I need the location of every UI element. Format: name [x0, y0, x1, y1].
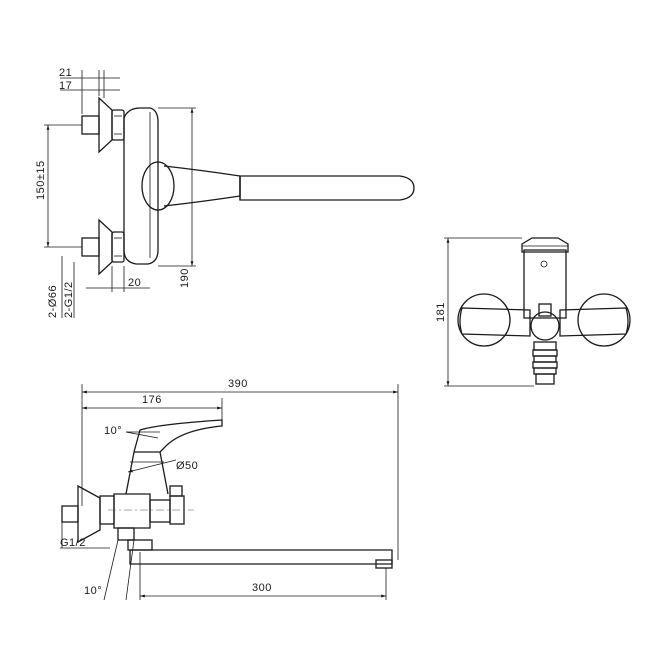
dim-g12-side: G1/2 — [60, 522, 110, 549]
side-view: 390 176 10° Ø50 G1/2 — [60, 378, 399, 601]
central-column — [523, 249, 567, 319]
dim-300-label: 300 — [252, 582, 272, 594]
right-arm — [559, 307, 629, 337]
dim-176: 176 — [82, 394, 223, 420]
front-view: 181 — [435, 237, 631, 387]
side-body — [113, 493, 151, 529]
dim-66: 2-Ø66 2-G1/2 — [47, 256, 75, 318]
dim-10-bottom-label: 10° — [84, 585, 102, 597]
dim-66-label: 2-Ø66 — [47, 285, 59, 318]
dim-g12-side-label: G1/2 — [60, 537, 86, 549]
dim-390: 390 — [81, 378, 399, 560]
lower-inlet — [81, 218, 125, 276]
dim-21-label: 21 — [59, 67, 72, 79]
dim-20: 20 — [86, 266, 150, 292]
dim-20-label: 20 — [128, 277, 141, 289]
dim-10-top: 10° — [104, 425, 160, 439]
top-view: 21 17 150±15 2-Ø66 2-G1/2 20 — [35, 67, 415, 318]
side-flange — [77, 484, 101, 544]
side-spout — [129, 549, 393, 565]
left-flange — [457, 293, 511, 347]
dim-10-top-label: 10° — [104, 425, 122, 437]
dim-10-bottom: 10° — [84, 539, 141, 601]
dim-50-label: Ø50 — [176, 460, 198, 472]
shower-outlet — [532, 341, 558, 385]
upper-inlet — [81, 96, 125, 154]
left-arm — [459, 307, 531, 337]
dim-176-label: 176 — [142, 394, 162, 406]
lever-handle — [141, 161, 415, 211]
dim-190: 190 — [158, 107, 196, 288]
cartridge-column — [125, 451, 169, 495]
dim-150-label: 150±15 — [35, 160, 47, 200]
dim-300: 300 — [140, 568, 387, 600]
dim-g12-label: 2-G1/2 — [63, 281, 75, 318]
dim-17-label: 17 — [59, 80, 72, 92]
dim-21: 21 17 — [59, 67, 120, 114]
dim-181: 181 — [435, 237, 534, 387]
dim-190-label: 190 — [179, 268, 191, 288]
dim-150: 150±15 — [35, 124, 82, 248]
right-flange — [577, 293, 631, 347]
mixer-body — [123, 107, 159, 265]
dim-50: Ø50 — [127, 459, 198, 473]
dim-181-label: 181 — [435, 302, 447, 322]
side-inlet — [61, 505, 79, 523]
diverter-knob — [530, 311, 560, 341]
dim-390-label: 390 — [228, 378, 248, 390]
